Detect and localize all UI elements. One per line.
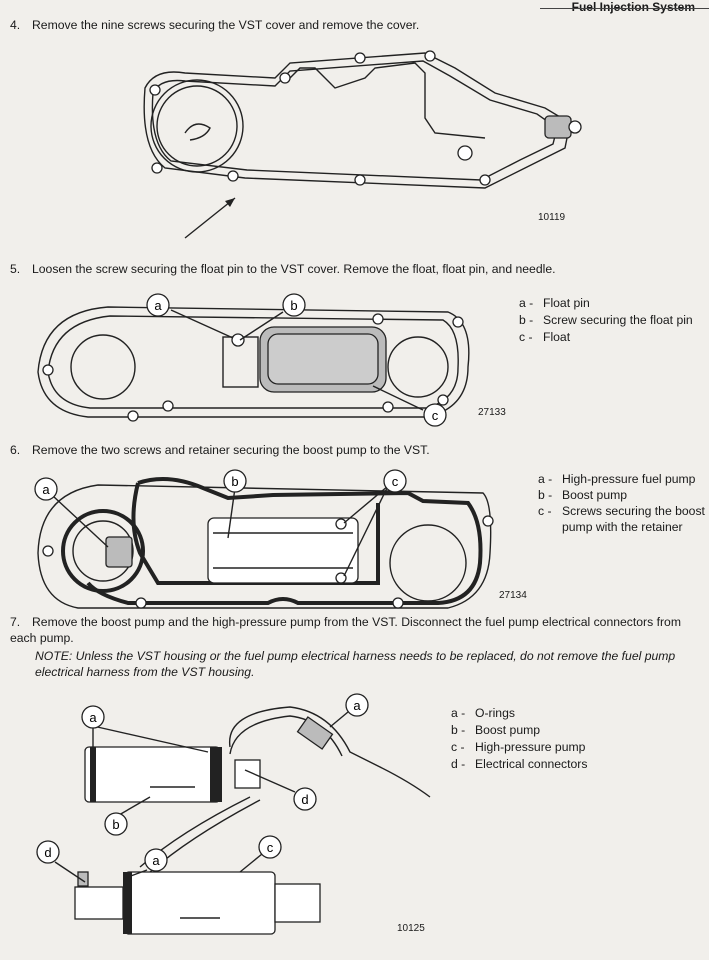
legend-item: b - Boost pump: [538, 487, 706, 503]
callout-a: a: [42, 482, 50, 497]
step-number: 4.: [10, 18, 21, 32]
callout-c: c: [392, 474, 399, 489]
legend-text: Float pin: [543, 296, 590, 310]
step-4: 4. Remove the nine screws securing the VS…: [10, 17, 700, 33]
running-header: Fuel Injection System: [571, 0, 695, 14]
legend-item: d - Electrical connectors: [451, 756, 631, 773]
legend-fig-27133: a - Float pin b - Screw securing the float…: [519, 295, 704, 346]
legend-text: Electrical connectors: [475, 757, 588, 771]
legend-text: Float: [543, 330, 571, 344]
legend-text: Screws securing the boost pump with the …: [562, 504, 705, 534]
legend-key: b -: [451, 723, 466, 737]
figure-boost-pump-removal: a b c: [28, 463, 498, 618]
figure-pumps-disconnect: a a b d d a c: [30, 692, 450, 950]
callout-a: a: [353, 698, 361, 713]
legend-item: c - High-pressure pump: [451, 739, 631, 756]
callout-b: b: [290, 298, 297, 313]
step-text: Remove the boost pump and the high-press…: [10, 615, 681, 645]
legend-item: b - Screw securing the float pin: [519, 312, 704, 329]
callout-c: c: [432, 408, 439, 423]
legend-key: c -: [451, 740, 465, 754]
legend-key: b -: [538, 488, 553, 502]
legend-item: a - Float pin: [519, 295, 704, 312]
legend-text: High-pressure fuel pump: [562, 472, 696, 486]
figure-number: 27134: [499, 590, 527, 601]
legend-key: a -: [451, 706, 466, 720]
step-text: Remove the nine screws securing the VST …: [32, 18, 420, 32]
step-5: 5. Loosen the screw securing the float pi…: [10, 261, 700, 277]
legend-key: d -: [451, 757, 466, 771]
legend-key: a -: [538, 472, 553, 486]
legend-key: a -: [519, 296, 534, 310]
figure-number: 10125: [397, 923, 425, 934]
note: NOTE: Unless the VST housing or the fuel…: [35, 649, 676, 679]
legend-item: b - Boost pump: [451, 722, 631, 739]
legend-text: High-pressure pump: [475, 740, 586, 754]
legend-item: c - Screws securing the boost pump with t…: [538, 503, 706, 535]
legend-fig-10125: a - O-rings b - Boost pump c - High-pressur…: [451, 705, 631, 773]
figure-number: 10119: [538, 212, 566, 223]
callout-a: a: [152, 853, 160, 868]
step-number: 7.: [10, 615, 21, 629]
legend-key: b -: [519, 313, 534, 327]
legend-key: c -: [519, 330, 533, 344]
step-text: Remove the two screws and retainer secur…: [32, 443, 430, 457]
callout-a: a: [89, 710, 97, 725]
header-rule: [540, 8, 709, 9]
step-number: 6.: [10, 443, 21, 457]
legend-text: Screw securing the float pin: [543, 313, 693, 327]
callout-b: b: [112, 817, 119, 832]
step-6: 6. Remove the two screws and retainer sec…: [10, 442, 700, 458]
step-7: 7.Remove the boost pump and the high-pre…: [10, 614, 700, 646]
callout-a: a: [154, 298, 162, 313]
figure-float-removal: a b c: [28, 282, 478, 432]
legend-fig-27134: a - High-pressure fuel pump b - Boost pump…: [538, 471, 706, 535]
callout-d: d: [301, 792, 308, 807]
legend-item: a - O-rings: [451, 705, 631, 722]
step-text: Loosen the screw securing the float pin …: [32, 262, 556, 276]
legend-text: O-rings: [475, 706, 515, 720]
legend-item: c - Float: [519, 329, 704, 346]
legend-text: Boost pump: [562, 488, 628, 502]
figure-number: 27133: [478, 407, 506, 418]
step-number: 5.: [10, 262, 21, 276]
callout-d: d: [44, 845, 51, 860]
legend-key: c -: [538, 504, 552, 518]
callout-b: b: [231, 474, 238, 489]
legend-text: Boost pump: [475, 723, 541, 737]
callout-c: c: [267, 840, 274, 855]
figure-vst-cover: [125, 38, 595, 243]
legend-item: a - High-pressure fuel pump: [538, 471, 706, 487]
